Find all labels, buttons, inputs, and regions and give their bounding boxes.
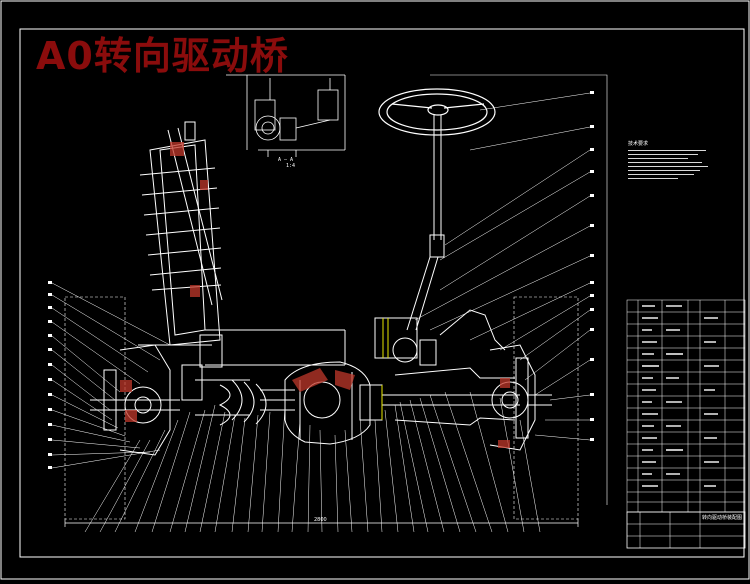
drawing-border [19, 28, 745, 558]
drawing-title: A0转向驱动桥 [36, 34, 289, 78]
right-halfshaft [374, 309, 520, 426]
yellow-accents [381, 318, 389, 420]
right-wheel-hub [489, 344, 552, 451]
section-name: A — A [278, 157, 294, 163]
overall-dimension [64, 519, 579, 527]
overall-dimension-value: 2800 [314, 517, 327, 523]
left-tire-outline [64, 296, 126, 520]
parts-list-table [626, 299, 746, 549]
axle-housing [181, 329, 346, 426]
table-text-marks [642, 305, 719, 487]
left-wheel-hub [90, 344, 212, 456]
section-label: A — A 1:4 [278, 157, 295, 169]
technical-requirements-heading: 技术要求 [628, 141, 649, 147]
steering-column [406, 115, 445, 331]
leader-lines [51, 92, 591, 533]
section-view-a-a [226, 74, 346, 157]
balloon-markers [48, 91, 594, 469]
hatch-regions [120, 142, 510, 448]
steering-wheel [378, 88, 496, 136]
title-block-caption: 转向驱动桥装配图 [702, 515, 743, 521]
right-tire-outline [513, 296, 579, 520]
technical-requirements-notes [628, 147, 710, 182]
differential [284, 361, 383, 445]
scale-label: 1:4 [286, 163, 296, 169]
